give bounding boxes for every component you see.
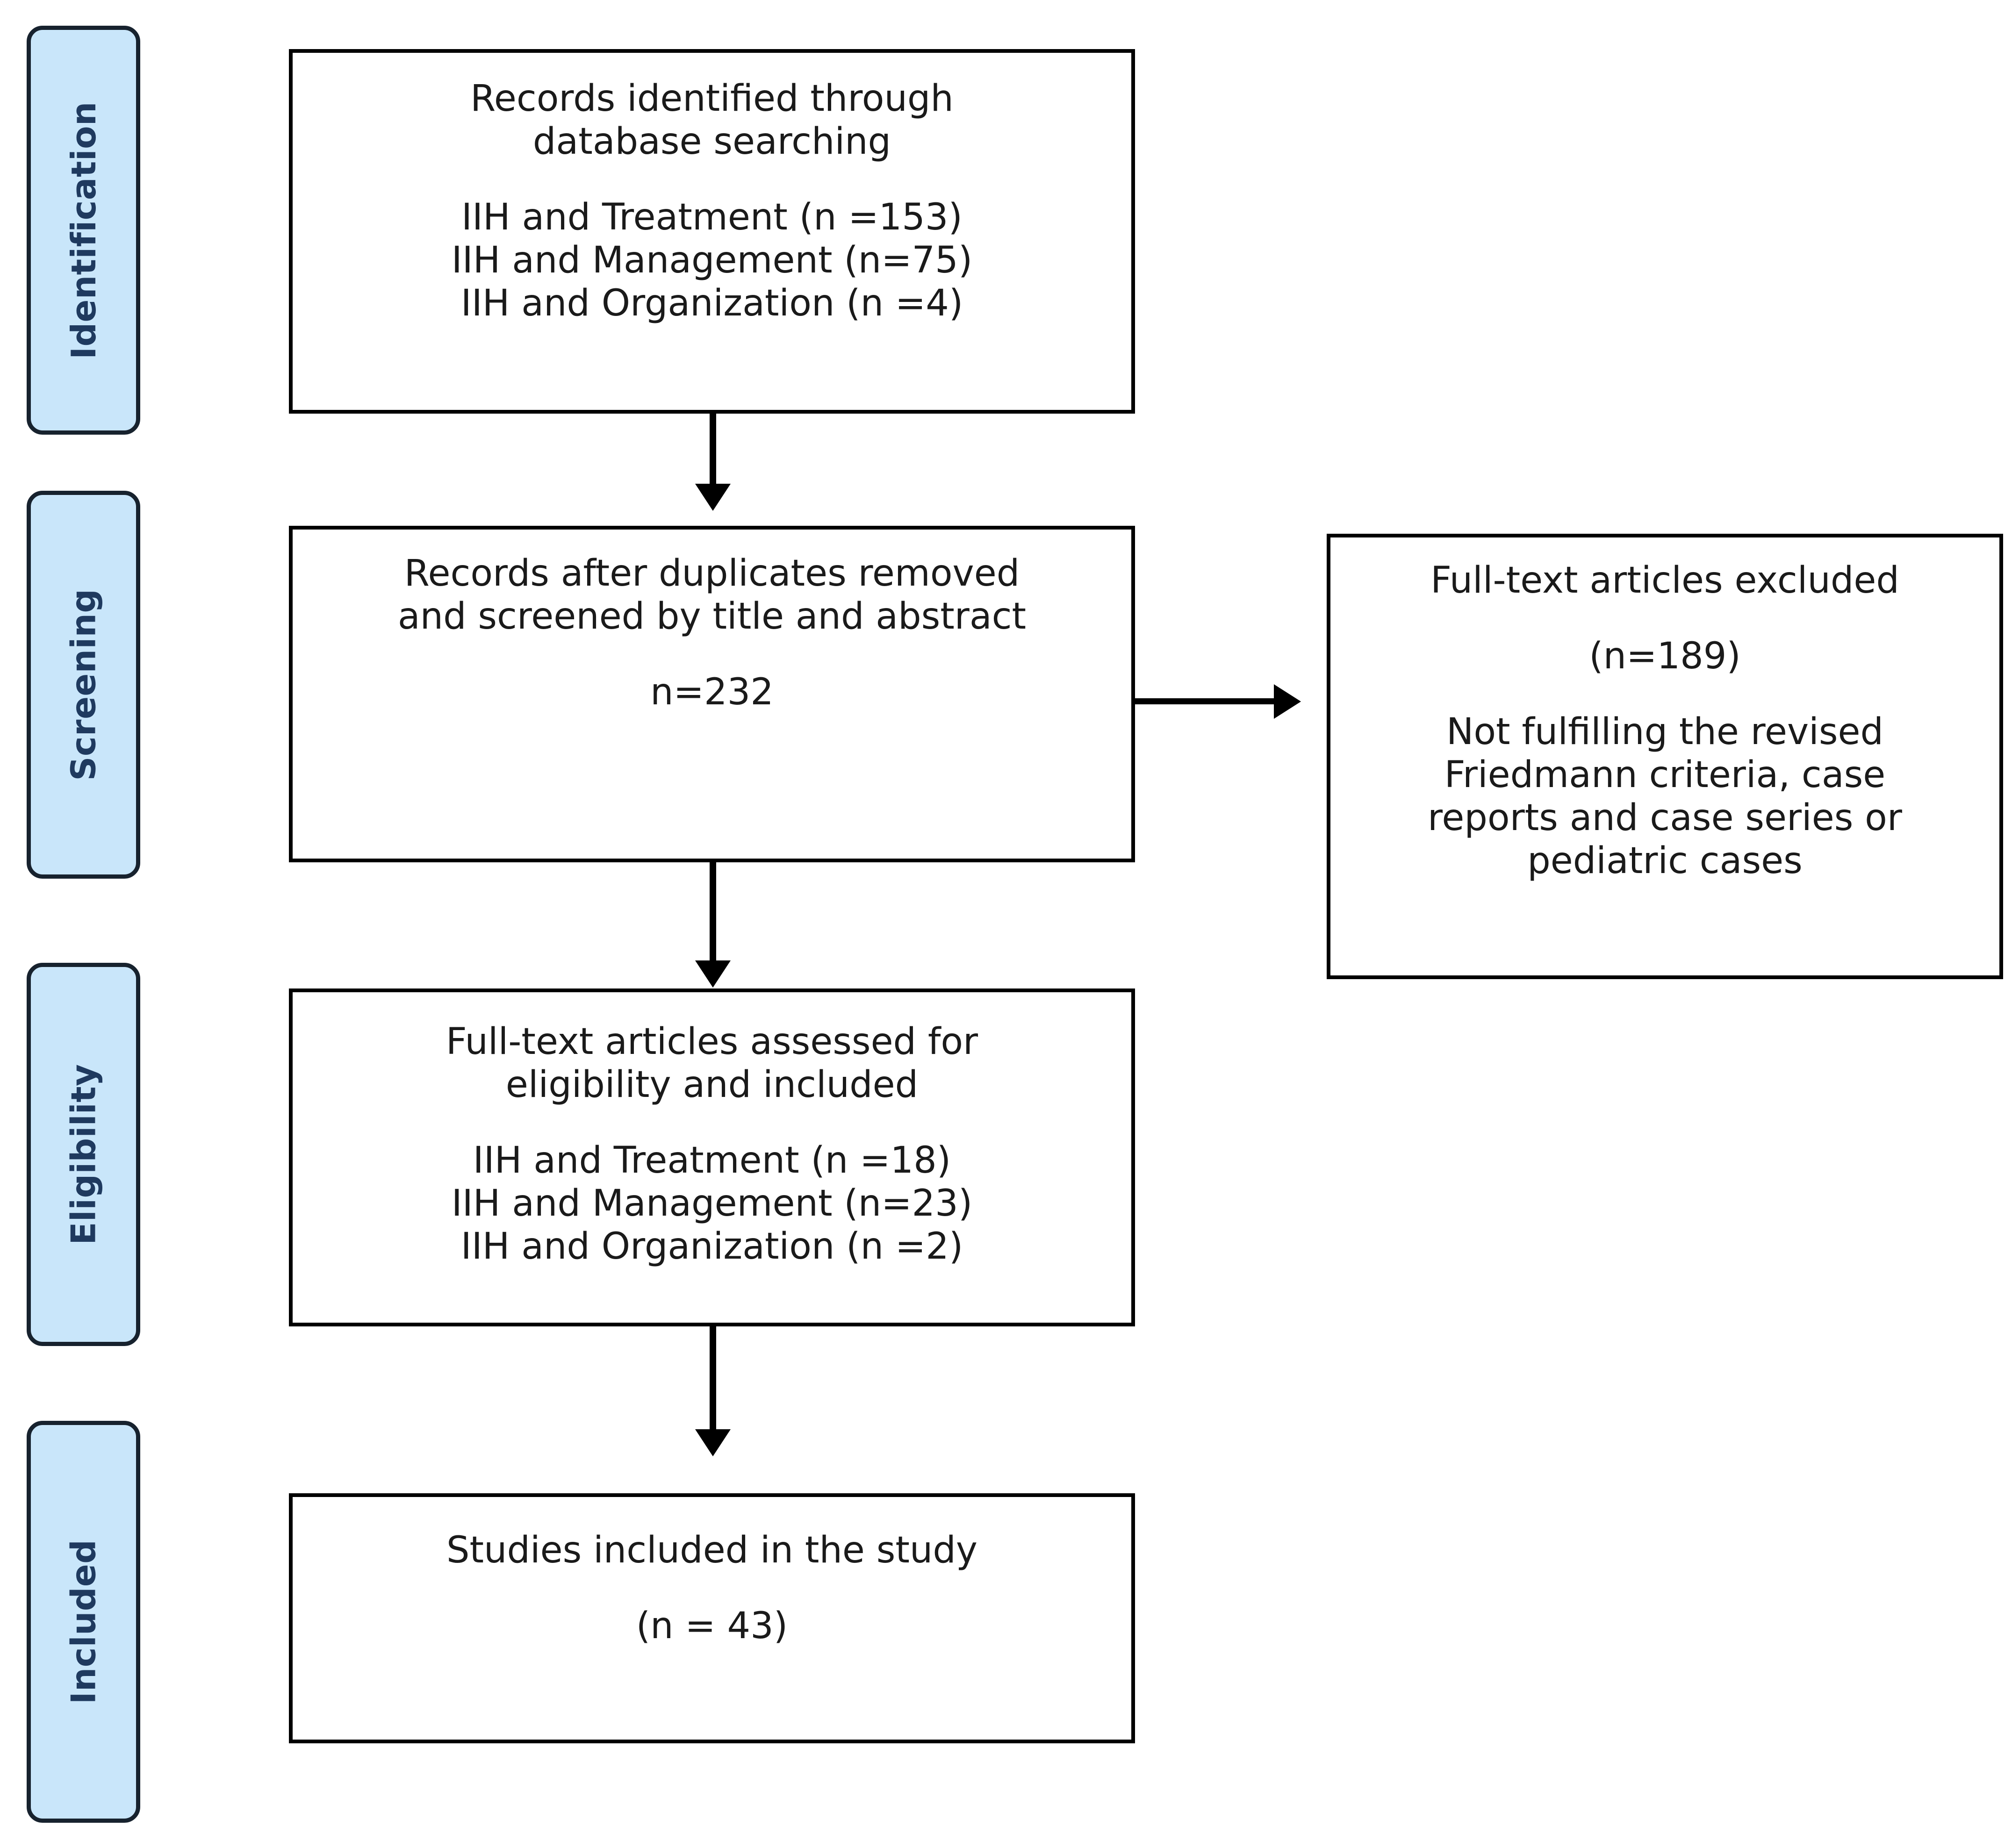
eligibility-heading: Full-text articles assessed for eligibil… [446, 1021, 978, 1106]
flow-box-studies-included: Studies included in the study (n = 43) [289, 1493, 1135, 1743]
spacer [1349, 678, 1981, 710]
spacer [311, 163, 1113, 196]
flow-box-full-text-assessed: Full-text articles assessed for eligibil… [289, 988, 1135, 1326]
arrow-duplicates-to-eligibility [695, 862, 731, 988]
excluded-reason: Not fulfilling the revised Friedmann cri… [1428, 711, 1902, 882]
eligibility-line-organization: IIH and Organization (n =2) [460, 1225, 963, 1268]
excluded-heading: Full-text articles excluded [1430, 559, 1899, 602]
arrow-identified-to-duplicates [695, 414, 731, 511]
included-count: (n = 43) [636, 1605, 788, 1647]
records-identified-line-organization: IIH and Organization (n =4) [460, 282, 963, 325]
stage-tab-label-identification: Identification [64, 101, 103, 359]
flow-box-records-identified: Records identified through database sear… [289, 49, 1135, 414]
stage-tab-included[interactable]: Included [27, 1421, 140, 1823]
flow-box-full-text-excluded: Full-text articles excluded (n=189) Not … [1327, 534, 2003, 979]
included-heading: Studies included in the study [446, 1529, 978, 1571]
stage-tab-eligibility[interactable]: Eligibility [27, 963, 140, 1346]
stage-tab-screening[interactable]: Screening [27, 491, 140, 879]
arrow-eligibility-to-included [695, 1326, 731, 1456]
eligibility-line-management: IIH and Management (n=23) [451, 1182, 973, 1225]
records-identified-line-management: IIH and Management (n=75) [451, 239, 973, 282]
records-identified-line-treatment: IIH and Treatment (n =153) [461, 196, 963, 239]
stage-tab-identification[interactable]: Identification [27, 26, 140, 435]
arrowhead-right-icon [1274, 684, 1301, 719]
arrowhead-down-icon [695, 960, 731, 988]
spacer [1349, 602, 1981, 635]
stage-tab-label-included: Included [64, 1539, 103, 1705]
arrowhead-down-icon [695, 484, 731, 511]
stage-tab-label-screening: Screening [64, 588, 103, 781]
arrowhead-down-icon [695, 1429, 731, 1456]
spacer [311, 638, 1113, 671]
arrow-duplicates-to-excluded [1135, 684, 1301, 719]
eligibility-line-treatment: IIH and Treatment (n =18) [473, 1139, 951, 1182]
spacer [311, 1572, 1113, 1604]
records-identified-heading: Records identified through database sear… [470, 78, 954, 163]
flow-box-records-after-duplicates: Records after duplicates removed and scr… [289, 526, 1135, 862]
records-duplicates-heading: Records after duplicates removed and scr… [397, 552, 1027, 638]
excluded-count: (n=189) [1589, 635, 1741, 678]
records-duplicates-count: n=232 [650, 671, 774, 714]
stage-tab-label-eligibility: Eligibility [64, 1064, 103, 1245]
spacer [311, 1106, 1113, 1139]
